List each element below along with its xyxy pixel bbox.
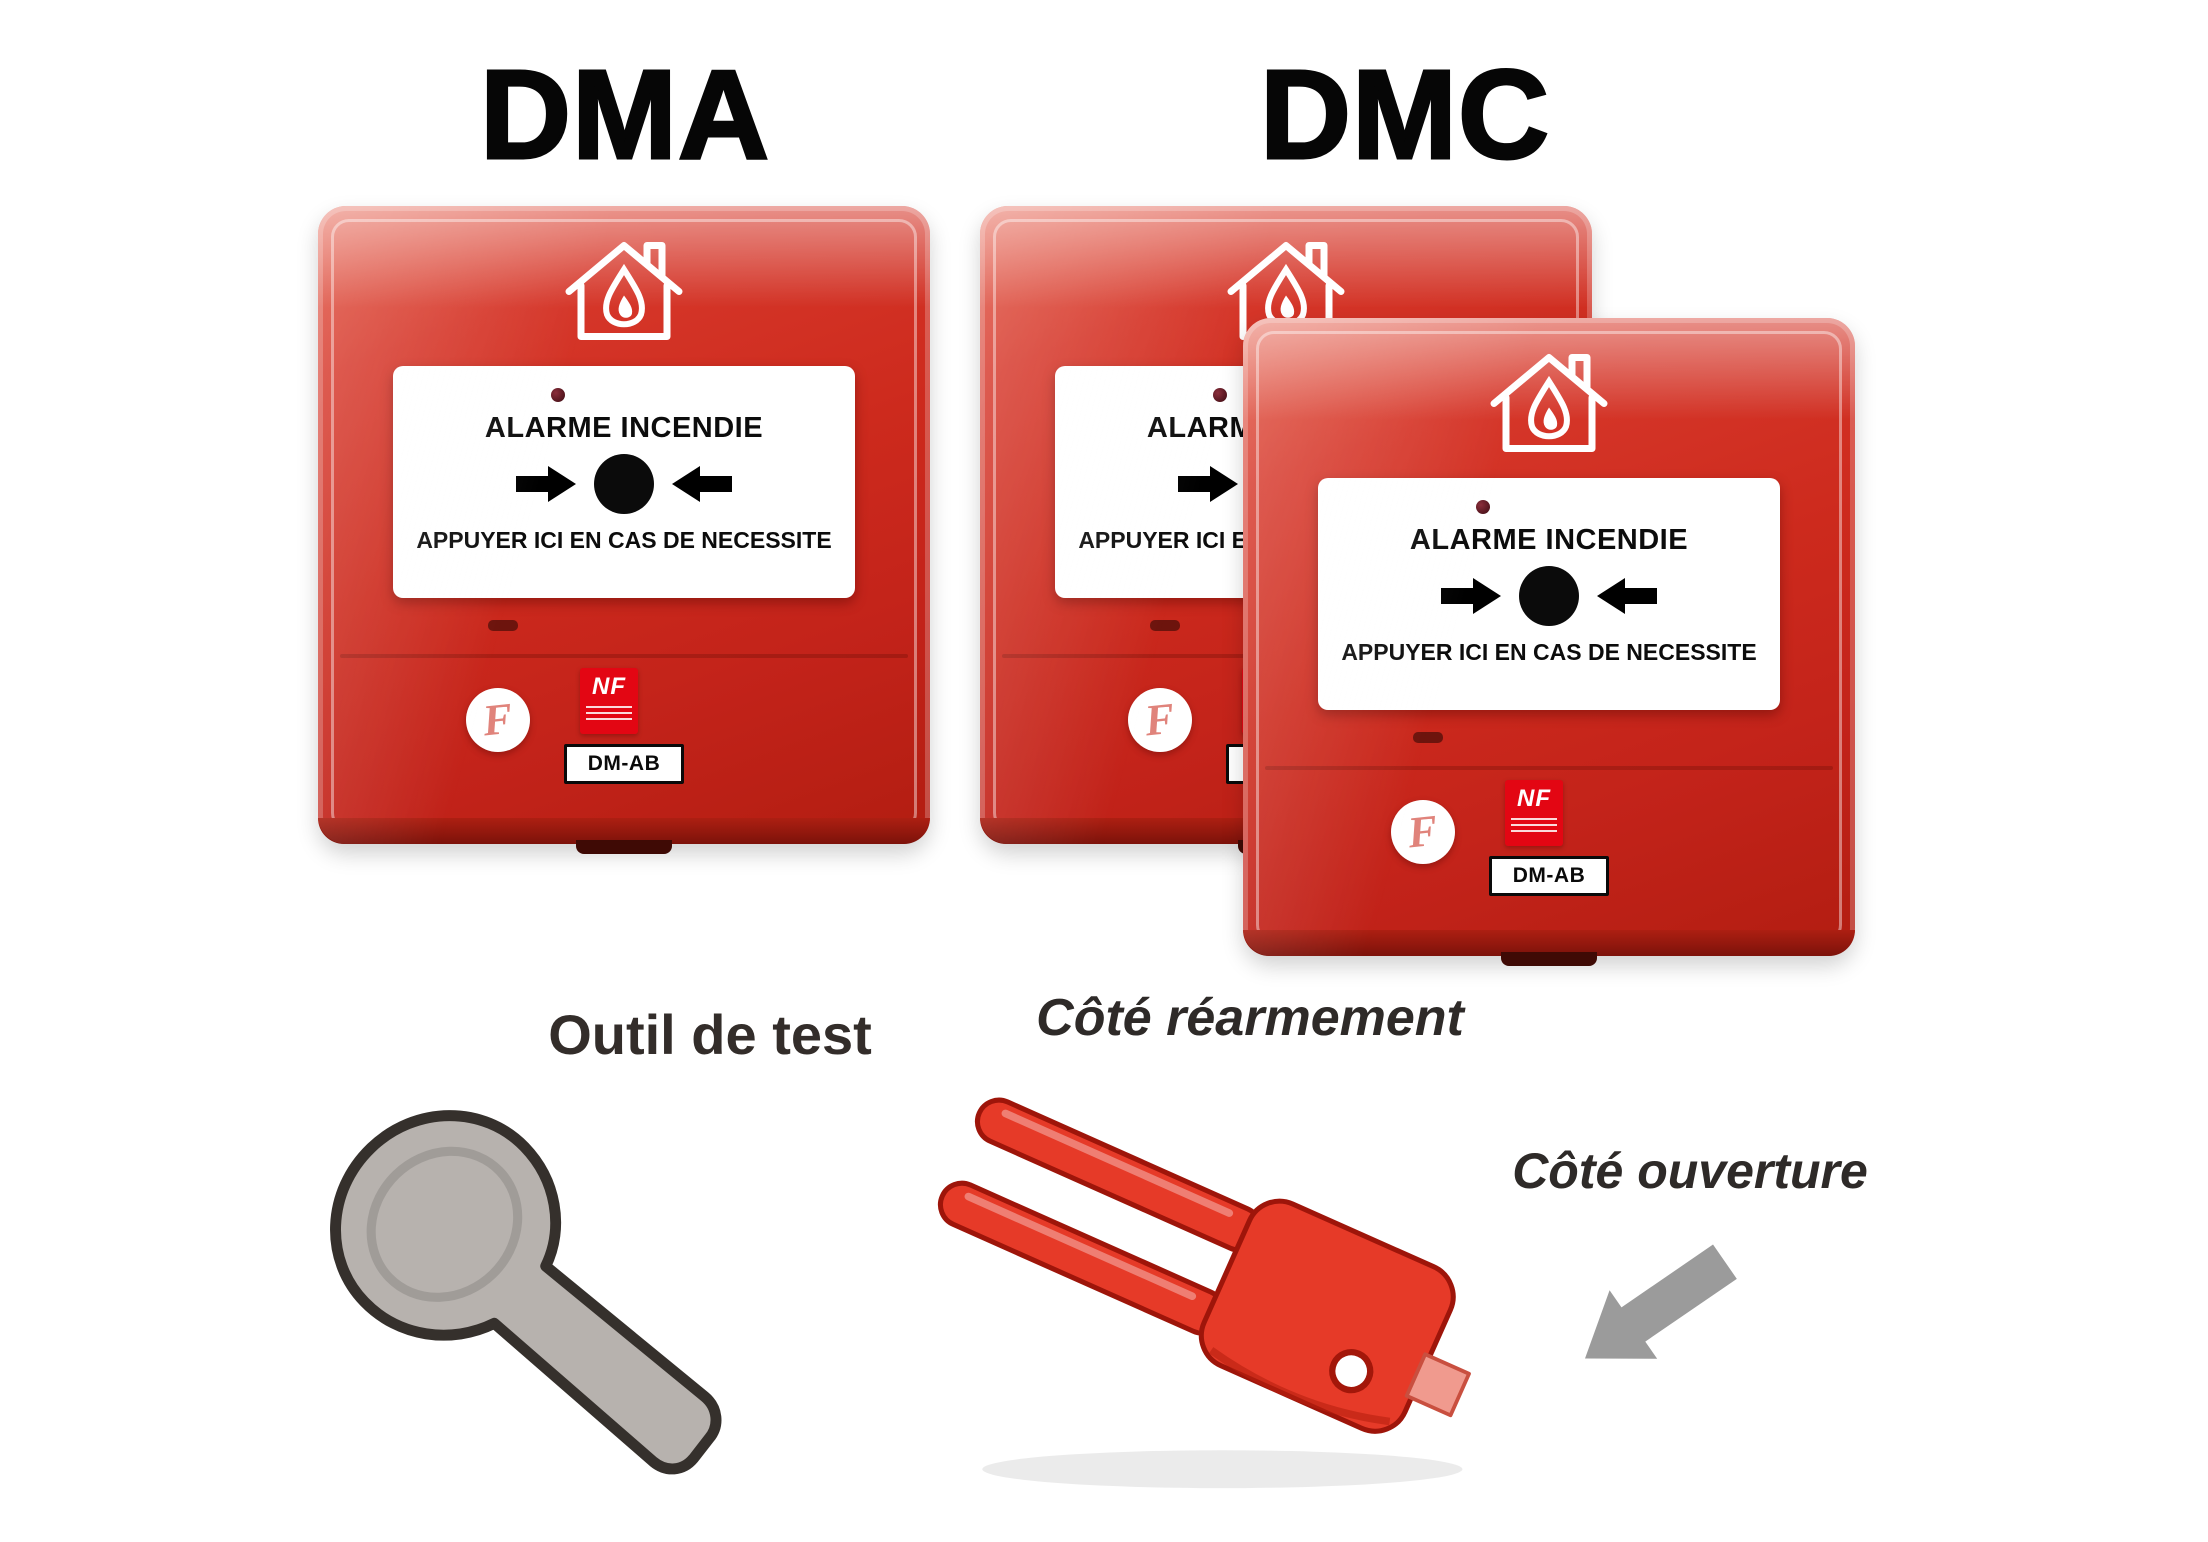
arrow-left-icon <box>1595 576 1657 616</box>
press-circle <box>594 454 654 514</box>
arrow-right-icon <box>1178 464 1240 504</box>
reset-slot <box>1413 732 1443 743</box>
nf-certification-logo: NF <box>1505 780 1563 846</box>
arrow-right-icon <box>516 464 578 504</box>
arrow-left-icon <box>670 464 732 504</box>
reset-slot <box>1150 620 1180 631</box>
led-indicator <box>551 388 565 402</box>
bottom-strip <box>1243 930 1855 956</box>
press-indicator <box>1441 565 1657 627</box>
gray-pointer-arrow <box>1585 1244 1737 1359</box>
bottom-tab <box>1501 952 1597 966</box>
cover-seam <box>340 654 908 658</box>
heading-dma: DMA <box>479 43 771 187</box>
call-point-dmc-front: ALARME INCENDIE APPUYER ICI EN CAS DE NE… <box>1243 318 1855 966</box>
brand-initial: F <box>1142 693 1178 746</box>
model-plate: DM-AB <box>1489 856 1609 896</box>
house-fire-icon <box>565 242 683 340</box>
bottom-strip <box>318 818 930 844</box>
model-plate: DM-AB <box>564 744 684 784</box>
call-point-dma: ALARME INCENDIE APPUYER ICI EN CAS DE NE… <box>318 206 930 854</box>
reset-slot <box>488 620 518 631</box>
arrow-right-icon <box>1441 576 1503 616</box>
heading-dmc: DMC <box>1259 43 1551 187</box>
led-indicator <box>1213 388 1227 402</box>
brand-logo: F <box>1128 688 1192 752</box>
brand-initial: F <box>480 693 516 746</box>
alarm-title: ALARME INCENDIE <box>1409 524 1689 556</box>
brand-logo: F <box>1391 800 1455 864</box>
alarm-label: ALARME INCENDIE APPUYER ICI EN CAS DE NE… <box>1318 478 1780 710</box>
press-circle <box>1519 566 1579 626</box>
nf-fine-print-lines <box>586 706 632 720</box>
reset-fork-tool <box>937 1097 1471 1489</box>
nf-mark: NF <box>592 673 626 700</box>
nf-certification-logo: NF <box>580 668 638 734</box>
press-indicator <box>516 453 732 515</box>
test-key-tool <box>330 1110 722 1475</box>
alarm-label: ALARME INCENDIE APPUYER ICI EN CAS DE NE… <box>393 366 855 598</box>
opening-side-label: Côté ouverture <box>1512 1143 1868 1199</box>
brand-logo: F <box>466 688 530 752</box>
house-fire-icon <box>1490 354 1608 452</box>
house-fire-icon <box>1227 242 1345 340</box>
bottom-tab <box>576 840 672 854</box>
test-tool-label: Outil de test <box>548 1003 872 1066</box>
alarm-instruction: APPUYER ICI EN CAS DE NECESSITE <box>1341 639 1757 665</box>
brand-initial: F <box>1405 805 1441 858</box>
cover-seam <box>1265 766 1833 770</box>
alarm-instruction: APPUYER ICI EN CAS DE NECESSITE <box>416 527 832 553</box>
led-indicator <box>1476 500 1490 514</box>
alarm-title: ALARME INCENDIE <box>484 412 764 444</box>
nf-fine-print-lines <box>1511 818 1557 832</box>
nf-mark: NF <box>1517 785 1551 812</box>
rearm-side-label: Côté réarmement <box>1036 989 1464 1047</box>
